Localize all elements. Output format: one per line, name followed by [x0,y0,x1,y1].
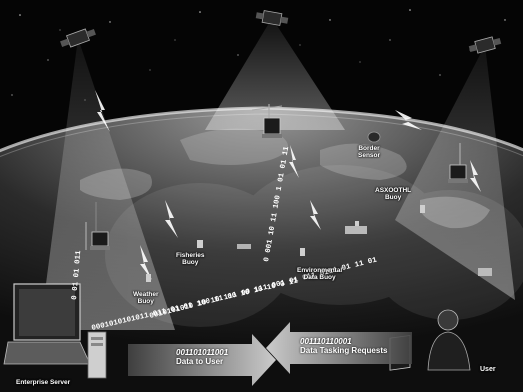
data-to-user-code: 001101011001 [176,348,229,357]
relay-station-center [251,104,283,138]
arrow-label-data-to-user: 001101011001 Data to User [176,348,228,366]
border-sensor-icon [367,131,381,143]
arrow-label-data-tasking: 001110110001 Data Tasking Requests [300,337,387,355]
label-user: User [480,366,496,373]
data-to-user-label: Data to User [176,357,224,367]
relay-station-left [85,202,110,250]
signal-bolts [95,90,481,280]
satellite-center [255,10,289,26]
arrow-data-tasking [266,322,412,374]
satellite-right [468,36,502,54]
server-tower [87,331,107,379]
data-tasking-label: Data Tasking Requests [300,346,388,356]
relay-station-right [448,143,468,183]
label-enterprise-server: Enterprise Server [16,379,71,386]
data-tasking-code: 001110110001 [300,337,352,346]
enterprise-server-laptop [3,283,91,365]
arrow-data-to-user [128,334,276,386]
buoys [146,205,492,282]
satellite-left [60,28,96,48]
